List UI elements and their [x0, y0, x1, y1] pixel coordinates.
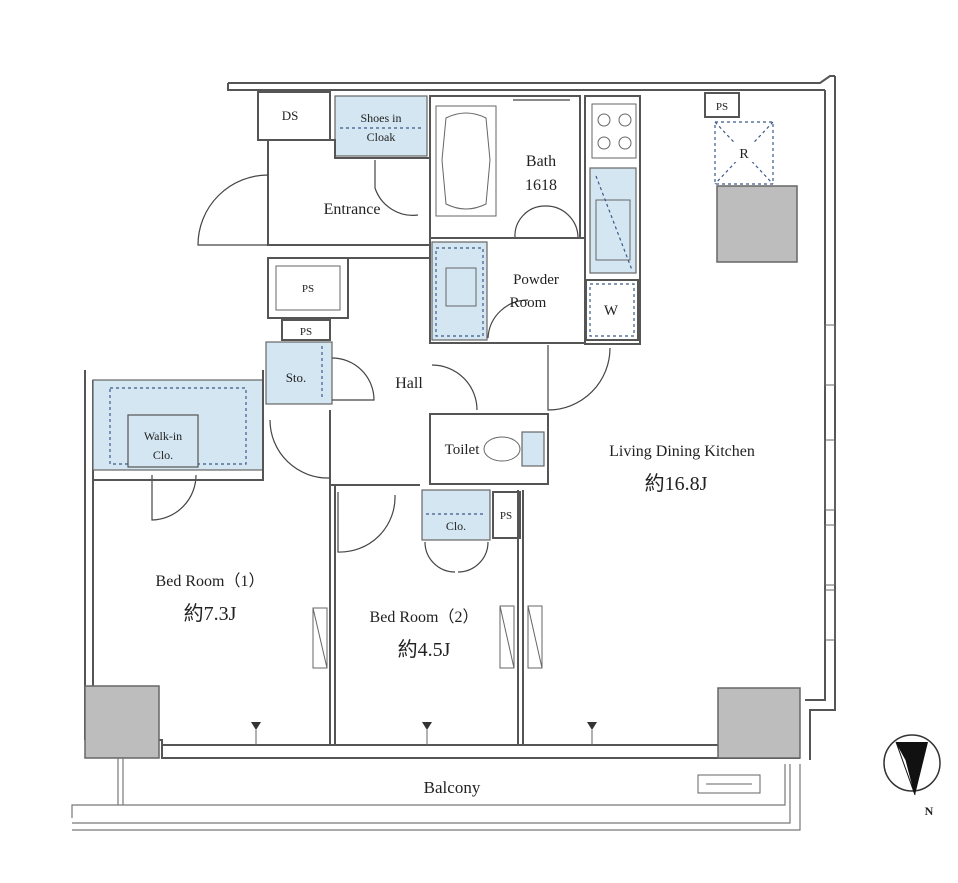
- balcony-label: Balcony: [424, 778, 481, 797]
- ps-left-label: PS: [302, 283, 314, 295]
- bathtub-icon: [435, 105, 497, 217]
- column-bottom-right: [717, 687, 801, 759]
- entrance: Entrance: [197, 139, 430, 246]
- closet-label: Clo.: [446, 519, 466, 533]
- bedroom-walls: [93, 370, 524, 745]
- closet-bedroom2: Clo. PS: [421, 489, 521, 573]
- powder-room-label-2: Room: [510, 295, 547, 311]
- column-bottom-left: [84, 685, 160, 759]
- bedroom1-size: 約7.3J: [184, 602, 237, 625]
- entrance-label: Entrance: [324, 201, 381, 218]
- washer: W: [585, 279, 639, 341]
- walk-in-closet: Walk-in Clo.: [92, 379, 264, 521]
- bedroom2-label: Bed Room（2）: [370, 608, 479, 626]
- ps-refrigerator: PS R: [704, 92, 774, 185]
- ds-label: DS: [282, 108, 299, 123]
- ps-top-right-label: PS: [716, 101, 728, 113]
- ldk-label: Living Dining Kitchen: [609, 443, 755, 460]
- balcony-window-markers: [251, 722, 597, 745]
- powder-room-label-1: Powder: [513, 272, 559, 288]
- ldk-size: 約16.8J: [645, 472, 708, 495]
- bath-label-1: Bath: [526, 153, 556, 170]
- sink-icon: [595, 199, 631, 261]
- bedroom1-label: Bed Room（1）: [156, 572, 265, 590]
- ps-closet-label: PS: [500, 510, 512, 522]
- toilet-label: Toilet: [445, 442, 481, 458]
- bath: Bath 1618: [429, 95, 581, 239]
- walk-in-closet-label-1: Walk-in: [144, 429, 182, 443]
- column-top-right: [716, 185, 798, 263]
- compass-icon: N: [883, 734, 941, 818]
- storage-closet: Sto.: [265, 341, 375, 405]
- storage-label: Sto.: [286, 370, 307, 385]
- bedroom2-size: 約4.5J: [398, 638, 451, 661]
- stove-icon: [591, 103, 637, 159]
- ps-small: PS: [281, 319, 331, 341]
- shoes-in-cloak-label-1: Shoes in: [360, 111, 401, 125]
- shoes-in-cloak: Shoes in Cloak: [334, 95, 428, 157]
- washer-label: W: [604, 303, 619, 319]
- hall-label: Hall: [395, 375, 423, 392]
- window-icon: [824, 324, 836, 641]
- walk-in-closet-label-2: Clo.: [153, 448, 173, 462]
- powder-room: Powder Room: [429, 237, 586, 344]
- bath-label-2: 1618: [525, 177, 557, 194]
- toilet-room: Toilet: [429, 345, 611, 485]
- ps-left: PS: [267, 257, 349, 319]
- compass-north-label: N: [925, 804, 934, 818]
- toilet-icon: [483, 431, 545, 467]
- ds-shaft: DS: [257, 91, 331, 141]
- window-icon-bedroom: [312, 605, 543, 669]
- sink-icon-powder: [445, 267, 477, 307]
- balcony: Balcony: [71, 758, 801, 831]
- shoes-in-cloak-label-2: Cloak: [367, 130, 396, 144]
- ps-small-label: PS: [300, 326, 312, 338]
- refrigerator-label: R: [739, 147, 749, 162]
